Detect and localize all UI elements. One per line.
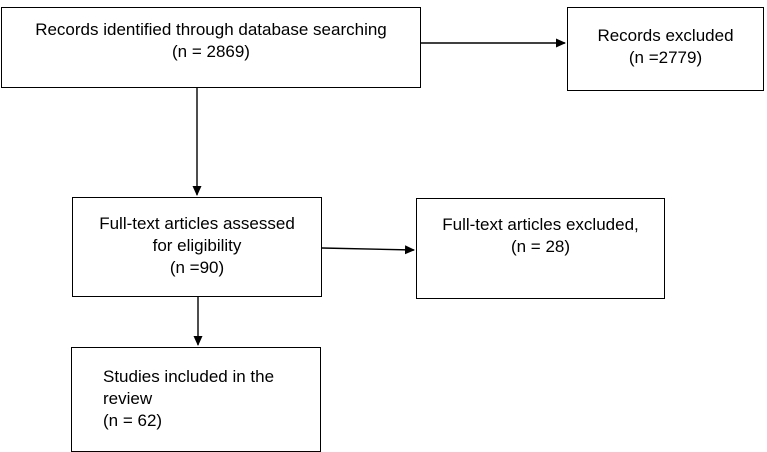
records-identified-box: Records identified through database sear… (1, 7, 421, 88)
full-text-assessed-count: (n =90) (169, 258, 225, 277)
full-text-assessed-box: Full-text articles assessed for eligibil… (72, 197, 322, 297)
records-identified-count: (n = 2869) (172, 42, 250, 61)
studies-included-label-2: review (103, 389, 153, 408)
full-text-excluded-count: (n = 28) (510, 237, 571, 256)
studies-included-count: (n = 62) (103, 411, 163, 430)
records-excluded-box: Records excluded (n =2779) (567, 7, 764, 91)
full-text-assessed-label-2: for eligibility (152, 236, 242, 255)
full-text-assessed-label: Full-text articles assessed (99, 214, 295, 233)
records-excluded-count: (n =2779) (628, 48, 703, 67)
records-identified-label: Records identified through database sear… (35, 20, 387, 39)
full-text-excluded-label: Full-text articles excluded, (442, 215, 639, 234)
records-excluded-label: Records excluded (597, 26, 734, 45)
arrow-fulltext-to-excluded (321, 245, 415, 255)
studies-included-box: Studies included in the review (n = 62) (71, 347, 321, 452)
studies-included-label: Studies included in the (103, 367, 275, 386)
full-text-excluded-box: Full-text articles excluded, (n = 28) (416, 198, 665, 299)
